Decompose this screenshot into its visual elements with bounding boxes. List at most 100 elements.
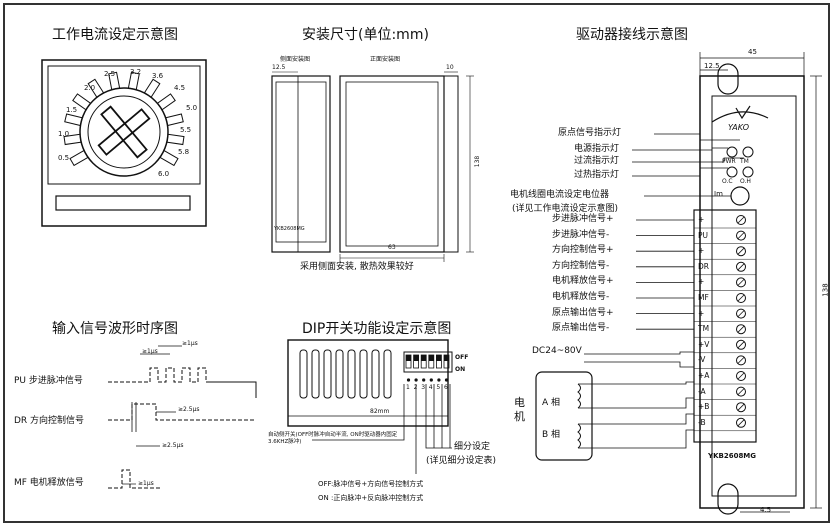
led-label: TM	[740, 158, 749, 165]
terminal-screw-slot	[737, 263, 745, 271]
signal-label: 电机释放信号+	[552, 276, 614, 287]
dip-number: 6	[444, 384, 448, 391]
led-label: PWR	[722, 158, 736, 165]
phase-a: A 相	[542, 398, 561, 408]
dial-slot	[64, 113, 83, 127]
terminal-label: +	[698, 215, 705, 224]
heatsink-fin	[347, 349, 356, 399]
wiring-dim-4-5: 4.5	[760, 506, 772, 514]
terminal-screw	[736, 230, 746, 241]
terminal-screw	[736, 215, 746, 225]
dip-switch-knob	[413, 355, 419, 361]
dip-microstep: 细分设定	[454, 442, 491, 452]
heatsink-fin	[311, 349, 320, 399]
terminal-screw	[736, 246, 746, 257]
signal-label: 步进脉冲信号-	[552, 229, 610, 240]
terminal-label: MF	[698, 293, 709, 302]
terminal-screw	[736, 355, 746, 366]
yako-logo: YAKO	[728, 123, 750, 132]
terminal-label: +A	[698, 371, 710, 380]
dial-slot	[108, 71, 121, 91]
signal-label: 原点输出信号-	[552, 323, 610, 334]
terminal-screw	[736, 261, 746, 272]
dial-value-label: 3.2	[130, 68, 142, 76]
dial-value-label: 5.0	[186, 104, 198, 112]
dip-switch-knob	[444, 355, 449, 361]
side-view-label: 侧面安装图	[280, 56, 311, 63]
signal-label: 方向控制信号-	[552, 260, 610, 271]
mount-note: 采用侧面安装, 散热效果较好	[300, 262, 414, 272]
heatsink-fin	[323, 349, 332, 399]
dial-slot	[69, 149, 89, 167]
terminal-screw	[736, 371, 746, 381]
dip-number: 5	[436, 384, 441, 391]
dip-switches	[405, 354, 450, 382]
title-dimensions: 安装尺寸(单位:mm)	[302, 27, 429, 43]
indicator-label: 过热指示灯	[574, 170, 620, 180]
dial-value-label: 5.5	[180, 126, 192, 134]
dip-pin	[406, 378, 411, 382]
dip-pin	[437, 378, 441, 382]
dial-value-label: 5.8	[178, 148, 190, 156]
terminal-screw	[736, 417, 746, 428]
dip-number: 2	[413, 384, 418, 391]
terminal-screw-slot	[737, 403, 745, 411]
terminal-screw	[736, 308, 746, 319]
terminal-screw-slot	[737, 310, 745, 317]
phase-b: B 相	[542, 430, 561, 440]
dial-ticks	[63, 71, 185, 167]
terminal-screw	[736, 277, 746, 288]
terminal-label: -A	[698, 386, 706, 396]
terminal-screw-slot	[737, 294, 745, 302]
dial-value-label: 6.0	[158, 170, 170, 178]
timing-t5: ≥1μs	[138, 480, 154, 487]
dial-slot	[143, 78, 161, 98]
dip-pin	[422, 378, 426, 382]
dip-microstep-note: (详见细分设定表)	[426, 456, 497, 466]
dial-slot	[156, 93, 176, 111]
dip-pin	[444, 378, 449, 382]
signal-label: 步进脉冲信号+	[552, 214, 614, 224]
dial-value-label: 1.0	[58, 130, 70, 138]
front-view-label: 正面安装图	[370, 56, 401, 63]
dial-value-label: 2.0	[84, 84, 96, 92]
indicator-label: 过流指示灯	[574, 156, 620, 166]
dip-switch-knob	[428, 355, 434, 361]
timing-mf-label: MF 电机释放信号	[14, 478, 84, 488]
indicator-label: 原点信号指示灯	[558, 128, 622, 138]
terminal-screw-slot	[737, 357, 745, 364]
dial-slot	[72, 93, 92, 111]
terminal-label: +B	[698, 402, 710, 412]
terminal-screw-slot	[737, 325, 745, 333]
terminal-screw-slot	[737, 372, 745, 380]
indicator-label: 电源指示灯	[574, 144, 620, 154]
dip-switch-knob	[436, 355, 442, 361]
terminal-screw	[736, 324, 746, 335]
heatsink-fin	[371, 349, 380, 399]
dial-slot	[63, 133, 82, 146]
dial-slot	[166, 133, 185, 146]
heatsink-fin	[383, 349, 392, 399]
dip-switch-knob	[421, 355, 427, 361]
signal-label: 电机释放信号-	[552, 292, 610, 302]
dip-mode-on: ON :正向脉冲+反向脉冲控制方式	[318, 494, 424, 502]
dip-fins	[299, 349, 392, 399]
dial-slot	[165, 113, 184, 127]
heatsink-fin	[335, 349, 344, 399]
signal-label: 原点输出信号+	[552, 307, 614, 318]
timing-t3: ≥2.5μs	[178, 406, 200, 413]
terminal-label: PU	[698, 230, 709, 240]
terminal-screw-slot	[737, 341, 745, 349]
terminal-screw-slot	[737, 232, 745, 239]
terminal-rows	[636, 215, 756, 432]
dial-slot	[159, 149, 179, 167]
terminal-label: +V	[698, 339, 710, 349]
dip-auto-half: 自动侧开关(OFF时脉冲自动半流, ON时驱动器内固定3.6KHZ脉冲)	[268, 432, 398, 445]
power-label: DC24~80V	[532, 346, 582, 356]
timing-t2: ≥1μs	[182, 340, 198, 347]
dial-value-label: 2.5	[104, 70, 116, 78]
title-dip: DIP开关功能设定示意图	[302, 321, 452, 337]
terminal-screw	[736, 402, 746, 413]
